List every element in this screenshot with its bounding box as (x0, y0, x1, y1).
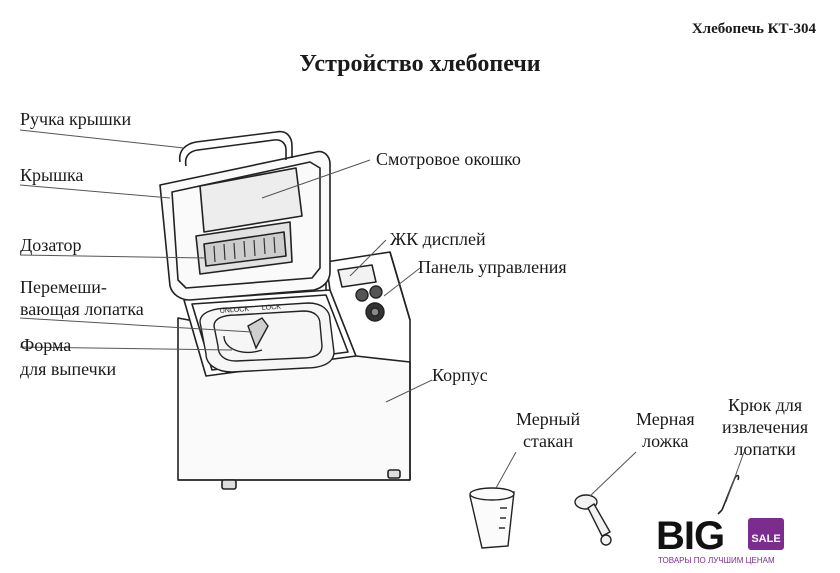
label-lid: Крышка (20, 165, 84, 185)
leader-lines (19, 129, 745, 503)
label-spoon: Мерная ложка (636, 408, 695, 452)
label-body: Корпус (432, 365, 488, 385)
lid-handle (178, 130, 293, 167)
label-hook: Крюк для извлечения лопатки (722, 394, 808, 460)
dispenser-slots (213, 236, 276, 263)
label-paddle-line2: вающая лопатка (20, 299, 144, 319)
label-control-panel: Панель управления (418, 257, 567, 277)
page-title: Устройство хлебопечи (299, 51, 541, 77)
label-hook-line3: лопатки (734, 439, 796, 459)
label-cup: Мерный стакан (516, 408, 580, 452)
label-window: Смотровое окошко (376, 149, 521, 169)
open-lid (159, 150, 331, 301)
baking-pan (199, 302, 335, 373)
label-hook-line2: извлечения (722, 417, 809, 437)
label-hook-line1: Крюк для (728, 395, 803, 415)
kneading-paddle (247, 317, 269, 350)
logo-brand: BIG (656, 514, 725, 558)
label-cup-line2: стакан (522, 431, 574, 451)
model-name: Хлебопечь КТ-304 (691, 21, 816, 37)
label-lcd: ЖК дисплей (390, 229, 486, 249)
label-pan-line2: для выпечки (20, 359, 117, 379)
label-dispenser: Дозатор (20, 235, 82, 255)
measuring-cup-drawing (469, 487, 515, 549)
label-pan-line1: Форма (20, 335, 72, 355)
logo-tagline: ТОВАРЫ ПО ЛУЧШИМ ЦЕНАМ (658, 556, 775, 565)
rim-unlock-label: UNLOCK (220, 306, 250, 315)
label-cup-line1: Мерный (516, 409, 581, 429)
label-lid-handle: Ручка крышки (20, 109, 132, 129)
big-sale-logo: BIG SALE ТОВАРЫ ПО ЛУЧШИМ ЦЕНАМ (656, 514, 796, 568)
rim-lock-label: LOCK (262, 304, 282, 312)
label-spoon-line2: ложка (642, 431, 689, 451)
measuring-spoon-drawing (574, 494, 612, 546)
label-spoon-line1: Мерная (636, 409, 695, 429)
logo-sale-text: SALE (751, 533, 781, 545)
control-knobs (355, 285, 385, 322)
logo-badge: SALE (748, 518, 784, 550)
label-paddle-line1: Перемеши- (20, 277, 107, 297)
